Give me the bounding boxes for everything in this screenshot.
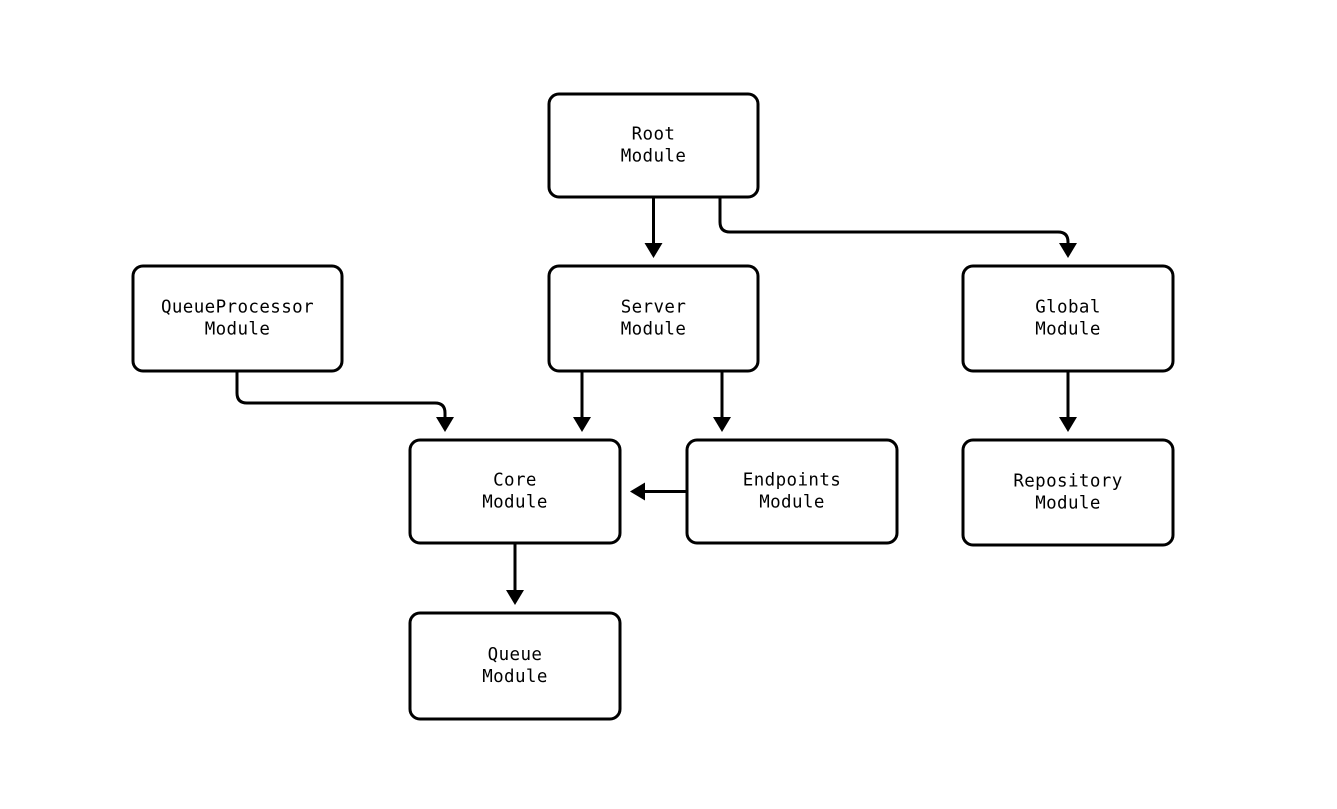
edge-queueprocessor-to-core[interactable] bbox=[235, 371, 454, 432]
edge-server-to-endpoints-arrowhead bbox=[713, 417, 731, 432]
node-global-module[interactable]: Global Module bbox=[961, 264, 1175, 373]
node-core-module-box bbox=[408, 438, 622, 545]
node-root-module-label-line2: Module bbox=[621, 147, 687, 167]
node-root-module[interactable]: Root Module bbox=[547, 92, 760, 199]
edge-root-to-global-arrowhead bbox=[1059, 243, 1077, 258]
edge-server-to-endpoints[interactable] bbox=[713, 371, 731, 432]
edge-endpoints-to-core-arrowhead bbox=[630, 482, 645, 501]
node-endpoints-module[interactable]: Endpoints Module bbox=[685, 438, 899, 545]
node-layer: Root Module QueueProcessor Module Server… bbox=[131, 92, 1175, 721]
edge-global-to-repository-arrowhead bbox=[1059, 417, 1077, 432]
edge-queueprocessor-to-core-arrowhead bbox=[436, 417, 454, 432]
node-repository-module-label-line1: Repository bbox=[1013, 472, 1122, 492]
node-root-module-label-line1: Root bbox=[632, 125, 676, 145]
edge-endpoints-to-core[interactable] bbox=[630, 482, 687, 501]
node-server-module[interactable]: Server Module bbox=[547, 264, 760, 373]
node-global-module-box bbox=[961, 264, 1175, 373]
node-queueprocessor-module-label-line2: Module bbox=[205, 320, 271, 340]
edge-server-to-core[interactable] bbox=[573, 371, 591, 432]
node-server-module-label-line2: Module bbox=[621, 320, 687, 340]
edge-root-to-global[interactable] bbox=[718, 197, 1077, 258]
edge-core-to-queue[interactable] bbox=[506, 543, 524, 605]
node-queue-module-box bbox=[408, 611, 622, 721]
edge-root-to-server[interactable] bbox=[644, 197, 663, 258]
node-server-module-label-line1: Server bbox=[621, 298, 687, 318]
node-core-module[interactable]: Core Module bbox=[408, 438, 622, 545]
node-core-module-label-line1: Core bbox=[493, 471, 537, 491]
node-global-module-label-line1: Global bbox=[1035, 298, 1101, 318]
edge-root-to-global-path bbox=[718, 197, 1070, 244]
node-root-module-box bbox=[547, 92, 760, 199]
node-queueprocessor-module-label-line1: QueueProcessor bbox=[161, 298, 314, 318]
node-endpoints-module-label-line2: Module bbox=[759, 493, 825, 513]
node-queue-module-label-line2: Module bbox=[482, 667, 548, 687]
node-repository-module[interactable]: Repository Module bbox=[961, 438, 1175, 547]
edge-server-to-core-arrowhead bbox=[573, 417, 591, 432]
edge-core-to-queue-arrowhead bbox=[506, 590, 524, 605]
node-queueprocessor-module-box bbox=[131, 264, 344, 373]
node-queue-module-label-line1: Queue bbox=[488, 645, 543, 665]
node-queueprocessor-module[interactable]: QueueProcessor Module bbox=[131, 264, 344, 373]
node-server-module-box bbox=[547, 264, 760, 373]
node-endpoints-module-label-line1: Endpoints bbox=[743, 471, 841, 491]
node-endpoints-module-box bbox=[685, 438, 899, 545]
edge-queueprocessor-to-core-path bbox=[235, 371, 447, 417]
node-queue-module[interactable]: Queue Module bbox=[408, 611, 622, 721]
node-repository-module-box bbox=[961, 438, 1175, 547]
node-global-module-label-line2: Module bbox=[1035, 320, 1101, 340]
node-repository-module-label-line2: Module bbox=[1035, 494, 1101, 514]
node-core-module-label-line2: Module bbox=[482, 493, 548, 513]
edge-root-to-server-arrowhead bbox=[644, 243, 663, 258]
edge-global-to-repository[interactable] bbox=[1059, 371, 1077, 432]
edge-layer bbox=[235, 197, 1077, 605]
